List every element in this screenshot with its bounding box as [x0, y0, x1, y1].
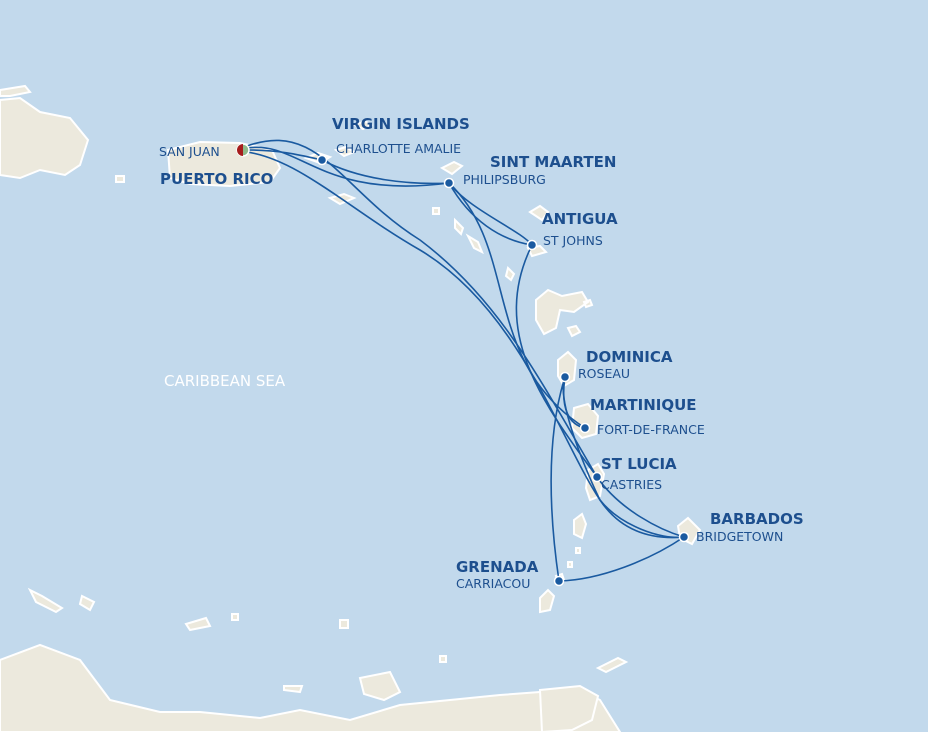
region-label: ANTIGUA: [542, 210, 618, 228]
region-label: PUERTO RICO: [160, 170, 274, 188]
port-marker: [443, 177, 455, 189]
port-label: FORT-DE-FRANCE: [597, 422, 705, 437]
region-label: GRENADA: [456, 558, 539, 576]
route: [246, 149, 323, 161]
south-america: [0, 643, 622, 732]
route: [562, 376, 685, 539]
port-markers: [316, 154, 690, 587]
route: [246, 151, 685, 539]
region-label: SINT MAARTEN: [490, 153, 617, 171]
port-marker: [678, 531, 690, 543]
region-label: ST LUCIA: [601, 455, 677, 473]
port-marker: [559, 371, 571, 383]
routes: [246, 139, 685, 582]
port-label: CHARLOTTE AMALIE: [336, 141, 462, 156]
guadeloupe: [535, 288, 594, 338]
virgin-islands: [303, 119, 373, 206]
port-marker: [579, 422, 591, 434]
region-label: BARBADOS: [710, 510, 804, 528]
route: [515, 244, 598, 478]
sea-label: CARIBBEAN SEA: [164, 372, 286, 390]
route: [448, 182, 533, 246]
region-label: VIRGIN ISLANDS: [332, 115, 470, 133]
trinidad: [538, 684, 600, 732]
tobago: [595, 656, 629, 674]
port-label: BRIDGETOWN: [696, 529, 784, 544]
port-label: ROSEAU: [578, 366, 631, 381]
port-label: PHILIPSBURG: [463, 172, 546, 187]
route: [596, 476, 685, 538]
sint-maarten: [432, 160, 484, 255]
route: [550, 376, 566, 582]
hispaniola-tip: [0, 84, 32, 97]
route: [246, 146, 450, 187]
port-marker: [553, 575, 565, 587]
port-label: CASTRIES: [601, 477, 663, 492]
region-label: DOMINICA: [586, 348, 673, 366]
port-marker: [591, 471, 603, 483]
region-label: MARTINIQUE: [590, 396, 697, 414]
small-islands: [27, 175, 447, 702]
port-marker: [526, 239, 538, 251]
route: [246, 139, 598, 478]
route: [321, 159, 450, 185]
route: [448, 182, 586, 429]
start-port-marker: [236, 143, 250, 157]
hispaniola: [0, 96, 90, 180]
port-label: CARRIACOU: [456, 576, 531, 591]
route: [558, 536, 685, 582]
port-label: SAN JUAN: [159, 144, 220, 159]
port-label: ST JOHNS: [543, 233, 603, 248]
st-vincent: [567, 512, 588, 568]
port-marker: [316, 154, 328, 166]
